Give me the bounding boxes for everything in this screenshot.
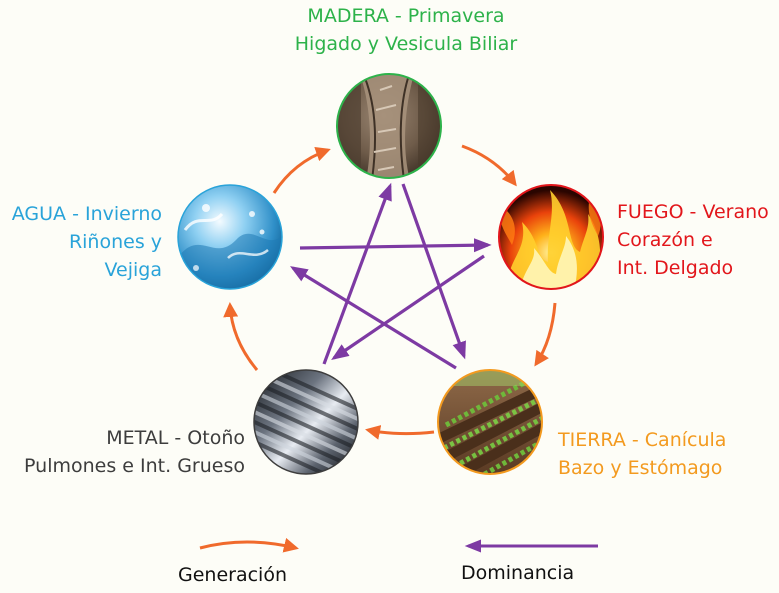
generation-arrows xyxy=(223,144,557,440)
metal-title: METAL - Otoño xyxy=(106,427,245,449)
metal-circle xyxy=(253,369,359,475)
arrow-fire-to-earth xyxy=(534,302,557,367)
fuego-title: FUEGO - Verano xyxy=(617,201,769,223)
arrow-wood-to-earth xyxy=(401,183,466,360)
tierra-label: TIERRA - Canícula Bazo y Estómago xyxy=(558,426,726,482)
arrow-water-to-wood xyxy=(272,146,331,194)
arrow-water-to-fire xyxy=(299,238,492,253)
metal-organs: Pulmones e Int. Grueso xyxy=(24,455,245,477)
legend-generation-label: Generación xyxy=(178,564,287,586)
tierra-title: TIERRA - Canícula xyxy=(558,429,727,451)
legend-generation-arrow xyxy=(199,537,299,553)
fire-circle xyxy=(498,184,604,290)
arrow-fire-to-metal xyxy=(331,254,485,360)
madera-title: MADERA - Primavera xyxy=(307,5,505,27)
water-circle xyxy=(177,184,283,290)
arrow-earth-to-metal xyxy=(365,424,435,440)
fuego-label: FUEGO - Verano Corazón e Int. Delgado xyxy=(617,198,769,282)
arrow-wood-to-fire xyxy=(461,144,517,187)
arrow-metal-to-wood xyxy=(322,182,392,365)
fuego-organs-2: Int. Delgado xyxy=(617,257,734,279)
madera-organs: Higado y Vesicula Biliar xyxy=(294,33,518,55)
agua-title: AGUA - Invierno xyxy=(11,203,162,225)
agua-organs-2: Vejiga xyxy=(104,259,162,281)
earth-circle xyxy=(437,369,543,475)
arrow-earth-to-water xyxy=(289,266,457,370)
metal-label: METAL - Otoño Pulmones e Int. Grueso xyxy=(0,424,245,480)
wood-circle xyxy=(336,73,442,179)
arrow-metal-to-water xyxy=(223,302,259,371)
tierra-organs: Bazo y Estómago xyxy=(558,457,723,479)
fuego-organs-1: Corazón e xyxy=(617,229,713,251)
agua-organs-1: Riñones y xyxy=(68,231,162,253)
legend-dominance-label: Dominancia xyxy=(461,562,575,584)
madera-label: MADERA - Primavera Higado y Vesicula Bil… xyxy=(246,2,566,58)
agua-label: AGUA - Invierno Riñones y Vejiga xyxy=(0,200,162,284)
dominance-arrows xyxy=(289,182,492,370)
